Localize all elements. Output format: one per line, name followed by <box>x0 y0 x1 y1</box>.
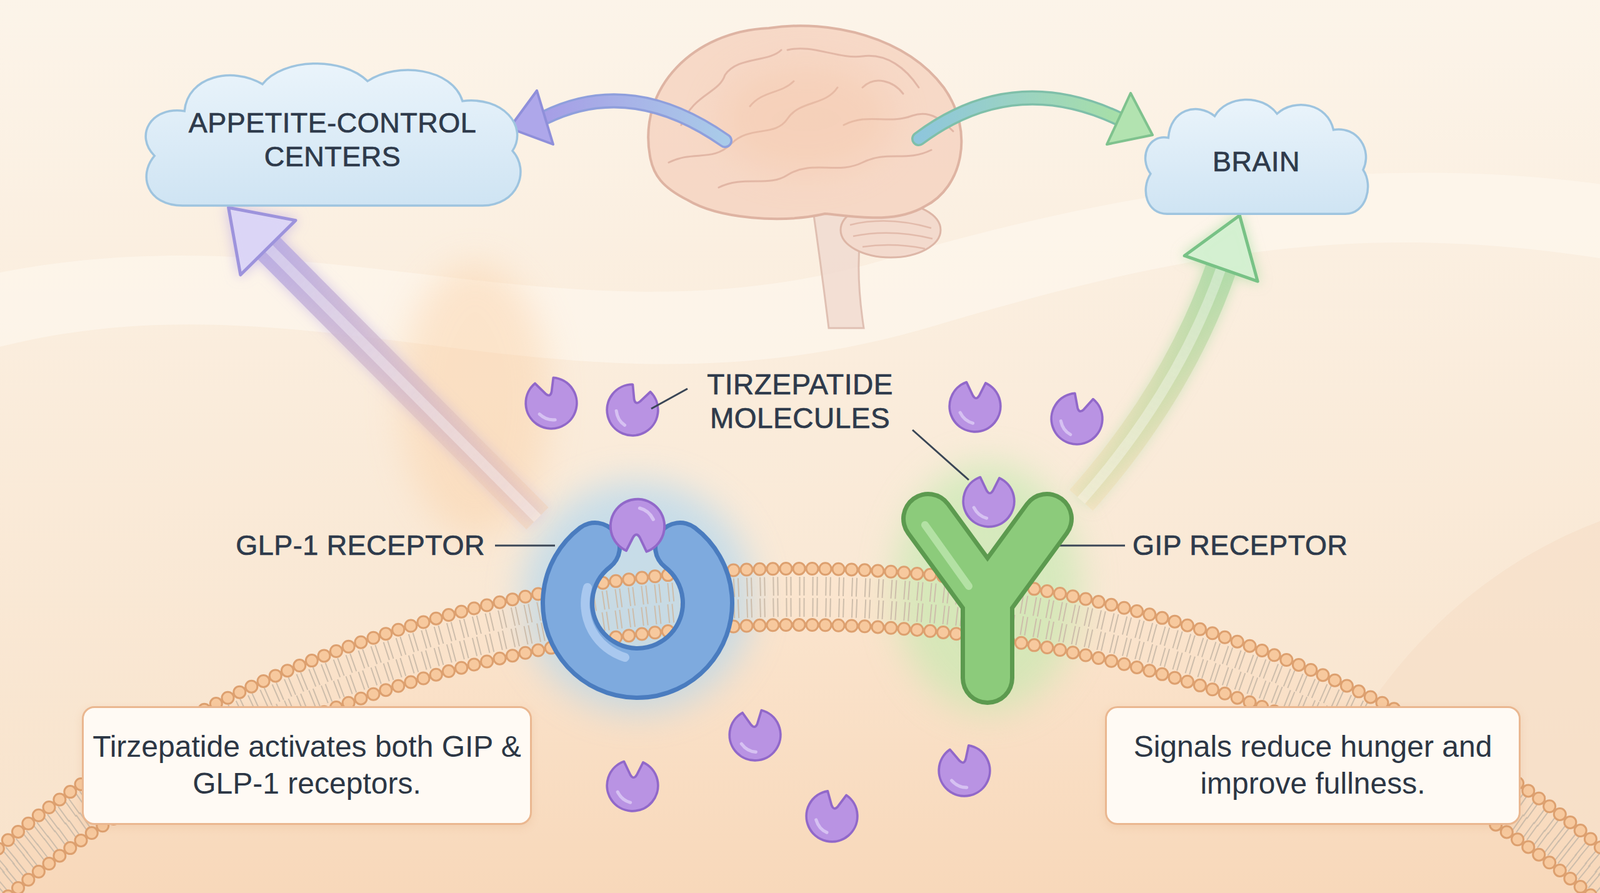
molecule <box>949 382 1001 432</box>
note-box: Tirzepatide activates both GIP & GLP-1 r… <box>81 706 532 825</box>
flow-arrow <box>228 207 538 519</box>
receptor-highlight <box>585 587 625 658</box>
glp1-receptor-shape <box>537 493 738 700</box>
cloud-label: BRAIN <box>1212 145 1300 179</box>
cell-interior <box>0 568 1600 893</box>
note-box: Signals reduce hunger and improve fullne… <box>1105 706 1521 825</box>
leader-line <box>651 388 688 409</box>
receptor-label: GIP RECEPTOR <box>1132 528 1348 562</box>
molecule <box>606 761 659 812</box>
brain-arrow <box>509 90 725 145</box>
arrow-shaft-highlight <box>1081 268 1222 501</box>
leader-line <box>495 545 555 547</box>
arrow-shaft <box>1081 268 1222 501</box>
cloud-node: BRAIN <box>1137 93 1375 222</box>
cloud-outline <box>1145 99 1369 214</box>
arrow-shaft-outline <box>545 100 725 141</box>
note-text: Signals reduce hunger and improve fullne… <box>1131 728 1495 802</box>
receptor-outline <box>567 547 708 674</box>
lipid-tails <box>0 607 1600 893</box>
receptor-glow <box>521 481 754 713</box>
glp1-receptor: GLP-1 RECEPTOR <box>537 493 738 700</box>
molecule <box>802 788 862 846</box>
bound-molecule <box>963 477 1015 527</box>
receptor-body <box>928 518 1047 679</box>
cerebellum-folds <box>850 221 933 249</box>
lipid-heads <box>0 568 1600 875</box>
brain-arrow <box>918 93 1153 145</box>
lipid-heads <box>0 625 1600 893</box>
arrow-head <box>1106 93 1153 145</box>
lipid-bilayer <box>0 568 1600 893</box>
leader-line <box>912 430 969 480</box>
molecule <box>933 740 996 802</box>
receptor-highlight <box>925 525 969 587</box>
arrow-shaft-outline <box>918 98 1119 139</box>
arrow-shaft <box>918 98 1119 139</box>
brain-glow <box>718 62 894 175</box>
cloud-node: APPETITE-CONTROL CENTERS <box>132 56 533 216</box>
lipid-tails <box>0 586 1600 893</box>
brain-illustration <box>648 25 962 329</box>
brain-folds <box>668 48 954 188</box>
arrow-head <box>1184 215 1258 282</box>
lipid-heads <box>0 568 1600 875</box>
arrow-head <box>228 207 296 275</box>
arrow-shaft-highlight <box>268 247 538 519</box>
arrow-shaft <box>268 247 538 519</box>
bound-molecule <box>610 499 665 552</box>
molecule <box>1045 388 1108 450</box>
receptor-body <box>567 547 708 674</box>
receptor-outline <box>928 518 1047 679</box>
tirzepatide-molecules <box>519 371 1109 846</box>
molecule-label: TIRZEPATIDE MOLECULES <box>675 367 925 436</box>
molecule <box>725 706 785 765</box>
note-text: Tirzepatide activates both GIP & GLP-1 r… <box>91 728 523 802</box>
cloud-outline <box>145 63 521 206</box>
gip-receptor-shape <box>893 475 1082 707</box>
flow-arrow <box>1081 215 1258 501</box>
lipid-heads <box>0 625 1600 893</box>
molecule <box>600 378 665 443</box>
receptor-label: GLP-1 RECEPTOR <box>235 528 485 562</box>
cloud-label: APPETITE-CONTROL CENTERS <box>163 106 502 173</box>
gip-receptor: GIP RECEPTOR <box>893 475 1082 707</box>
molecule <box>519 371 585 436</box>
arrow-shaft <box>545 100 725 141</box>
leader-line <box>1057 545 1125 547</box>
